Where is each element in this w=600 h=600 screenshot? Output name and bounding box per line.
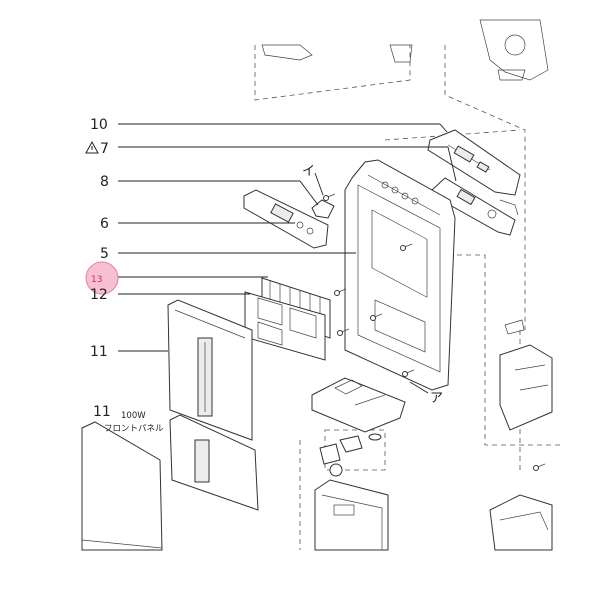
- valve-assembly: [319, 433, 382, 477]
- screw: [400, 243, 413, 251]
- lower-door-panel: [169, 414, 259, 511]
- water-tray: [311, 377, 406, 433]
- leader-lines: [118, 123, 457, 394]
- screws: [323, 193, 415, 377]
- note-front-panel: フロントパネル: [104, 424, 164, 434]
- screw: [402, 369, 415, 377]
- part-5-front-frame: [344, 159, 456, 391]
- label-i: イ: [302, 164, 315, 179]
- part-8-knob: [311, 199, 335, 219]
- screw: [323, 193, 336, 201]
- right-side-mechanism: [499, 319, 553, 431]
- callout-12: 12: [90, 287, 108, 303]
- top-left-bracket: [261, 44, 413, 63]
- part-11-front-panel: [167, 299, 253, 441]
- part-6-display-panel: [243, 189, 329, 249]
- screw: [370, 313, 383, 321]
- note-100w: 100W: [121, 411, 146, 421]
- callout-11-100w: 11: [93, 404, 111, 420]
- part-10-control-board: [427, 129, 521, 196]
- callout-5: 5: [100, 246, 109, 262]
- water-tank: [314, 479, 389, 551]
- callout-8: 8: [100, 174, 109, 190]
- callout-7: 7: [100, 141, 109, 157]
- screw: [337, 328, 350, 336]
- part-11-front-panel-100w: [81, 421, 163, 551]
- top-right-motor-part: [479, 19, 549, 81]
- callout-11: 11: [90, 344, 108, 360]
- callout-13-badge: 13: [85, 261, 119, 295]
- warning-triangle-icon: [85, 140, 99, 154]
- label-a: ア: [430, 391, 443, 406]
- right-side-base: [489, 494, 553, 551]
- part-12-filter-frame: [244, 291, 326, 361]
- screw: [334, 288, 347, 296]
- callout-13: 13: [91, 275, 102, 285]
- callout-10: 10: [90, 117, 108, 133]
- callout-6: 6: [100, 216, 109, 232]
- screw: [533, 463, 546, 471]
